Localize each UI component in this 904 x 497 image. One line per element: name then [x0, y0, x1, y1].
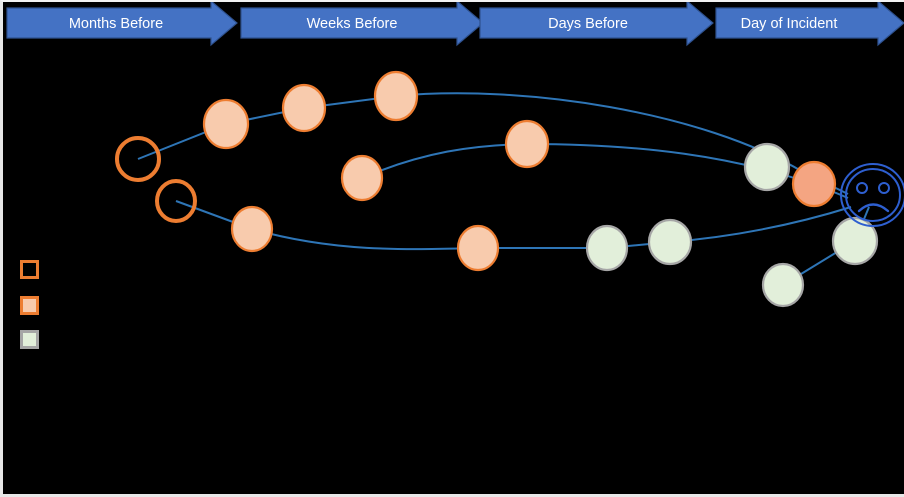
node-t2-filled-orange[interactable] [202, 98, 250, 150]
phase-arrow-1 [6, 2, 238, 47]
phase-label-3: Days Before [548, 16, 628, 32]
sad-face-outer-ring [840, 163, 904, 227]
legend-swatch-3-filled-green-swatch [20, 330, 39, 349]
node-t5-filled-green[interactable] [743, 142, 791, 192]
node-t3-filled-orange[interactable] [281, 83, 327, 133]
node-m2-filled-orange[interactable] [504, 119, 550, 169]
phase-arrow-2 [240, 2, 484, 47]
node-l2-filled-green[interactable] [831, 216, 879, 266]
timeline-canvas [3, 2, 904, 494]
node-b2-filled-orange[interactable] [230, 205, 274, 253]
legend-swatch-2-filled-orange-swatch [20, 296, 39, 315]
sad-face-left-eye-icon [856, 182, 868, 194]
legend-swatch-1-hollow-orange-swatch [20, 260, 39, 279]
node-b4-filled-green[interactable] [585, 224, 629, 272]
sad-face-inner-ring [845, 168, 901, 222]
node-b5-filled-green[interactable] [647, 218, 693, 266]
node-b1-hollow-orange[interactable] [155, 179, 197, 223]
bottom-path-link [175, 200, 852, 251]
node-b3-filled-orange[interactable] [456, 224, 500, 272]
node-t1-hollow-orange[interactable] [115, 136, 161, 182]
phase-label-4: Day of Incident [741, 16, 838, 32]
node-m1-filled-orange[interactable] [340, 154, 384, 202]
phase-arrow-4 [715, 2, 904, 47]
phase-arrow-3 [479, 2, 714, 47]
phase-label-2: Weeks Before [307, 16, 398, 32]
phase-label-1: Months Before [69, 16, 163, 32]
node-t4-filled-orange[interactable] [373, 70, 419, 122]
node-t6-filled-orange-solid[interactable] [791, 160, 837, 208]
phase-banner: Months Before Weeks Before Days Before Day … [3, 2, 904, 48]
sad-face-right-eye-icon [878, 182, 890, 194]
sad-face-frown-icon [857, 203, 890, 213]
node-l1-filled-green[interactable] [761, 262, 805, 308]
top-path-link [137, 92, 849, 195]
